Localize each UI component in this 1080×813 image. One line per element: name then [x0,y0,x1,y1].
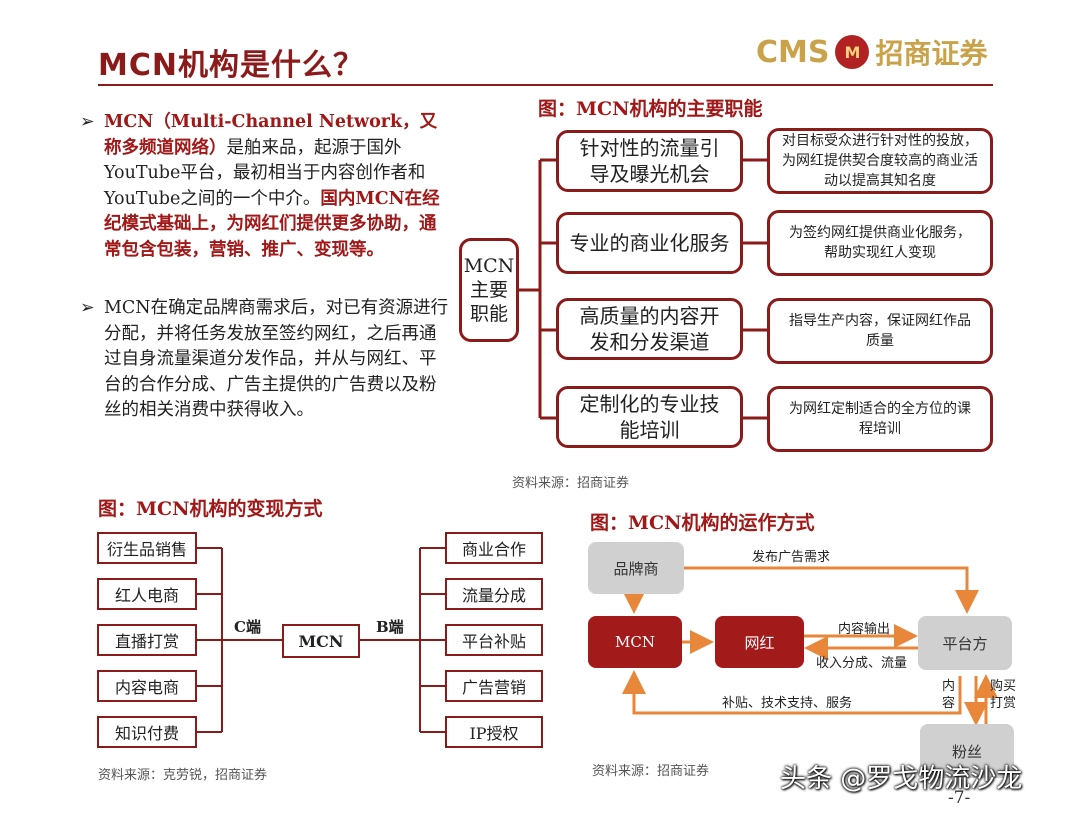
fig2-c-label: C端 [234,618,261,636]
bullet-1: ➢ MCN（Multi-Channel Network，又称多频道网络）是舶来品… [80,110,450,263]
fig2-b-label: B端 [376,618,404,636]
bullet-arrow-icon: ➢ [80,298,95,318]
fig3-label-content: 内容 [942,679,956,711]
page-title: MCN机构是什么？ [98,48,364,83]
fig2-b-item-1: 商业合作 [445,532,543,564]
fig1-function-1: 针对性的流量引导及曝光机会 [556,130,743,192]
fig2-center: MCN [282,624,360,658]
fig1-desc-4: 为网红定制适合的全方位的课程培训 [767,386,993,452]
fig2-c-item-3: 直播打赏 [97,624,197,656]
fig1-root-line: MCN [463,255,515,277]
fig1-root-line: 职能 [469,303,508,325]
logo-en: CMS [756,34,830,70]
fig3-brand: 品牌商 [588,542,684,594]
fig3-label-buy: 购买打赏 [990,679,1017,711]
bullet-2: ➢ MCN在确定品牌商需求后，对已有资源进行分配，并将任务发放至签约网红，之后再… [80,296,450,424]
fig3-platform: 平台方 [918,616,1012,670]
fig1-function-2: 专业的商业化服务 [556,212,743,274]
fig2-b-item-4: 广告营销 [445,670,543,702]
fig2-c-item-4: 内容电商 [97,670,197,702]
logo-cn: 招商证券 [875,37,988,70]
fig1-function-4: 定制化的专业技能培训 [556,386,743,448]
fig2-b-item-3: 平台补贴 [445,624,543,656]
fig3-influencer: 网红 [715,616,804,668]
fig1-desc-2: 为签约网红提供商业化服务，帮助实现红人变现 [767,210,993,276]
fig3-label-content-out: 内容输出 [838,622,891,637]
fig2-source: 资料来源：克劳锐，招商证券 [98,768,268,783]
fig2-title: 图：MCN机构的变现方式 [98,498,323,520]
fig1-desc-1: 对目标受众进行针对性的投放，为网红提供契合度较高的商业活动以提高其知名度 [767,128,993,194]
fig3-source: 资料来源：招商证券 [592,764,710,779]
watermark: 头条 @罗戈物流沙龙 [780,764,1023,794]
fig3-fans: 粉丝 [920,724,1014,778]
fig3-title: 图：MCN机构的运作方式 [590,512,815,534]
fig1-function-3: 高质量的内容开发和分发渠道 [556,298,743,360]
bullet-2-text: MCN在确定品牌商需求后，对已有资源进行分配，并将任务发放至签约网红，之后再通过… [104,298,449,420]
bullet-1-red-a: MCN（Multi-Channel Network，又称多频道网络） [104,112,438,158]
fig3-label-brand: 发布广告需求 [752,550,831,565]
fig2-b-item-2: 流量分成 [445,578,543,610]
fig2-c-item-1: 衍生品销售 [97,532,197,564]
logo-mark-icon: M [835,35,870,69]
fig2-c-item-5: 知识付费 [97,716,197,748]
bullet-1-red-b: 国内MCN在经纪模式基础上，为网红们提供更多协助，通常包含包装，营销、推广、变现… [104,188,440,260]
bullet-1-text: 是舶来品，起源于国外YouTube平台，最初相当于内容创作者和YouTube之间… [104,137,426,209]
cms-logo: CMS M 招商证券 [756,30,988,74]
bullet-arrow-icon: ➢ [80,112,95,132]
fig1-title: 图：MCN机构的主要职能 [538,98,763,120]
fig2-c-item-2: 红人电商 [97,578,197,610]
fig1-source: 资料来源：招商证券 [512,476,630,491]
fig1-desc-3: 指导生产内容，保证网红作品质量 [767,298,993,364]
fig3-label-subsidy: 补贴、技术支持、服务 [722,696,853,711]
page-number: -7- [948,788,971,808]
fig1-root: MCN 主要 职能 [459,238,519,342]
fig2-b-item-5: IP授权 [445,716,543,748]
fig3-mcn: MCN [588,616,682,668]
fig3-label-revenue: 收入分成、流量 [816,656,908,671]
fig1-root-line: 主要 [469,279,508,301]
title-divider [98,84,993,86]
